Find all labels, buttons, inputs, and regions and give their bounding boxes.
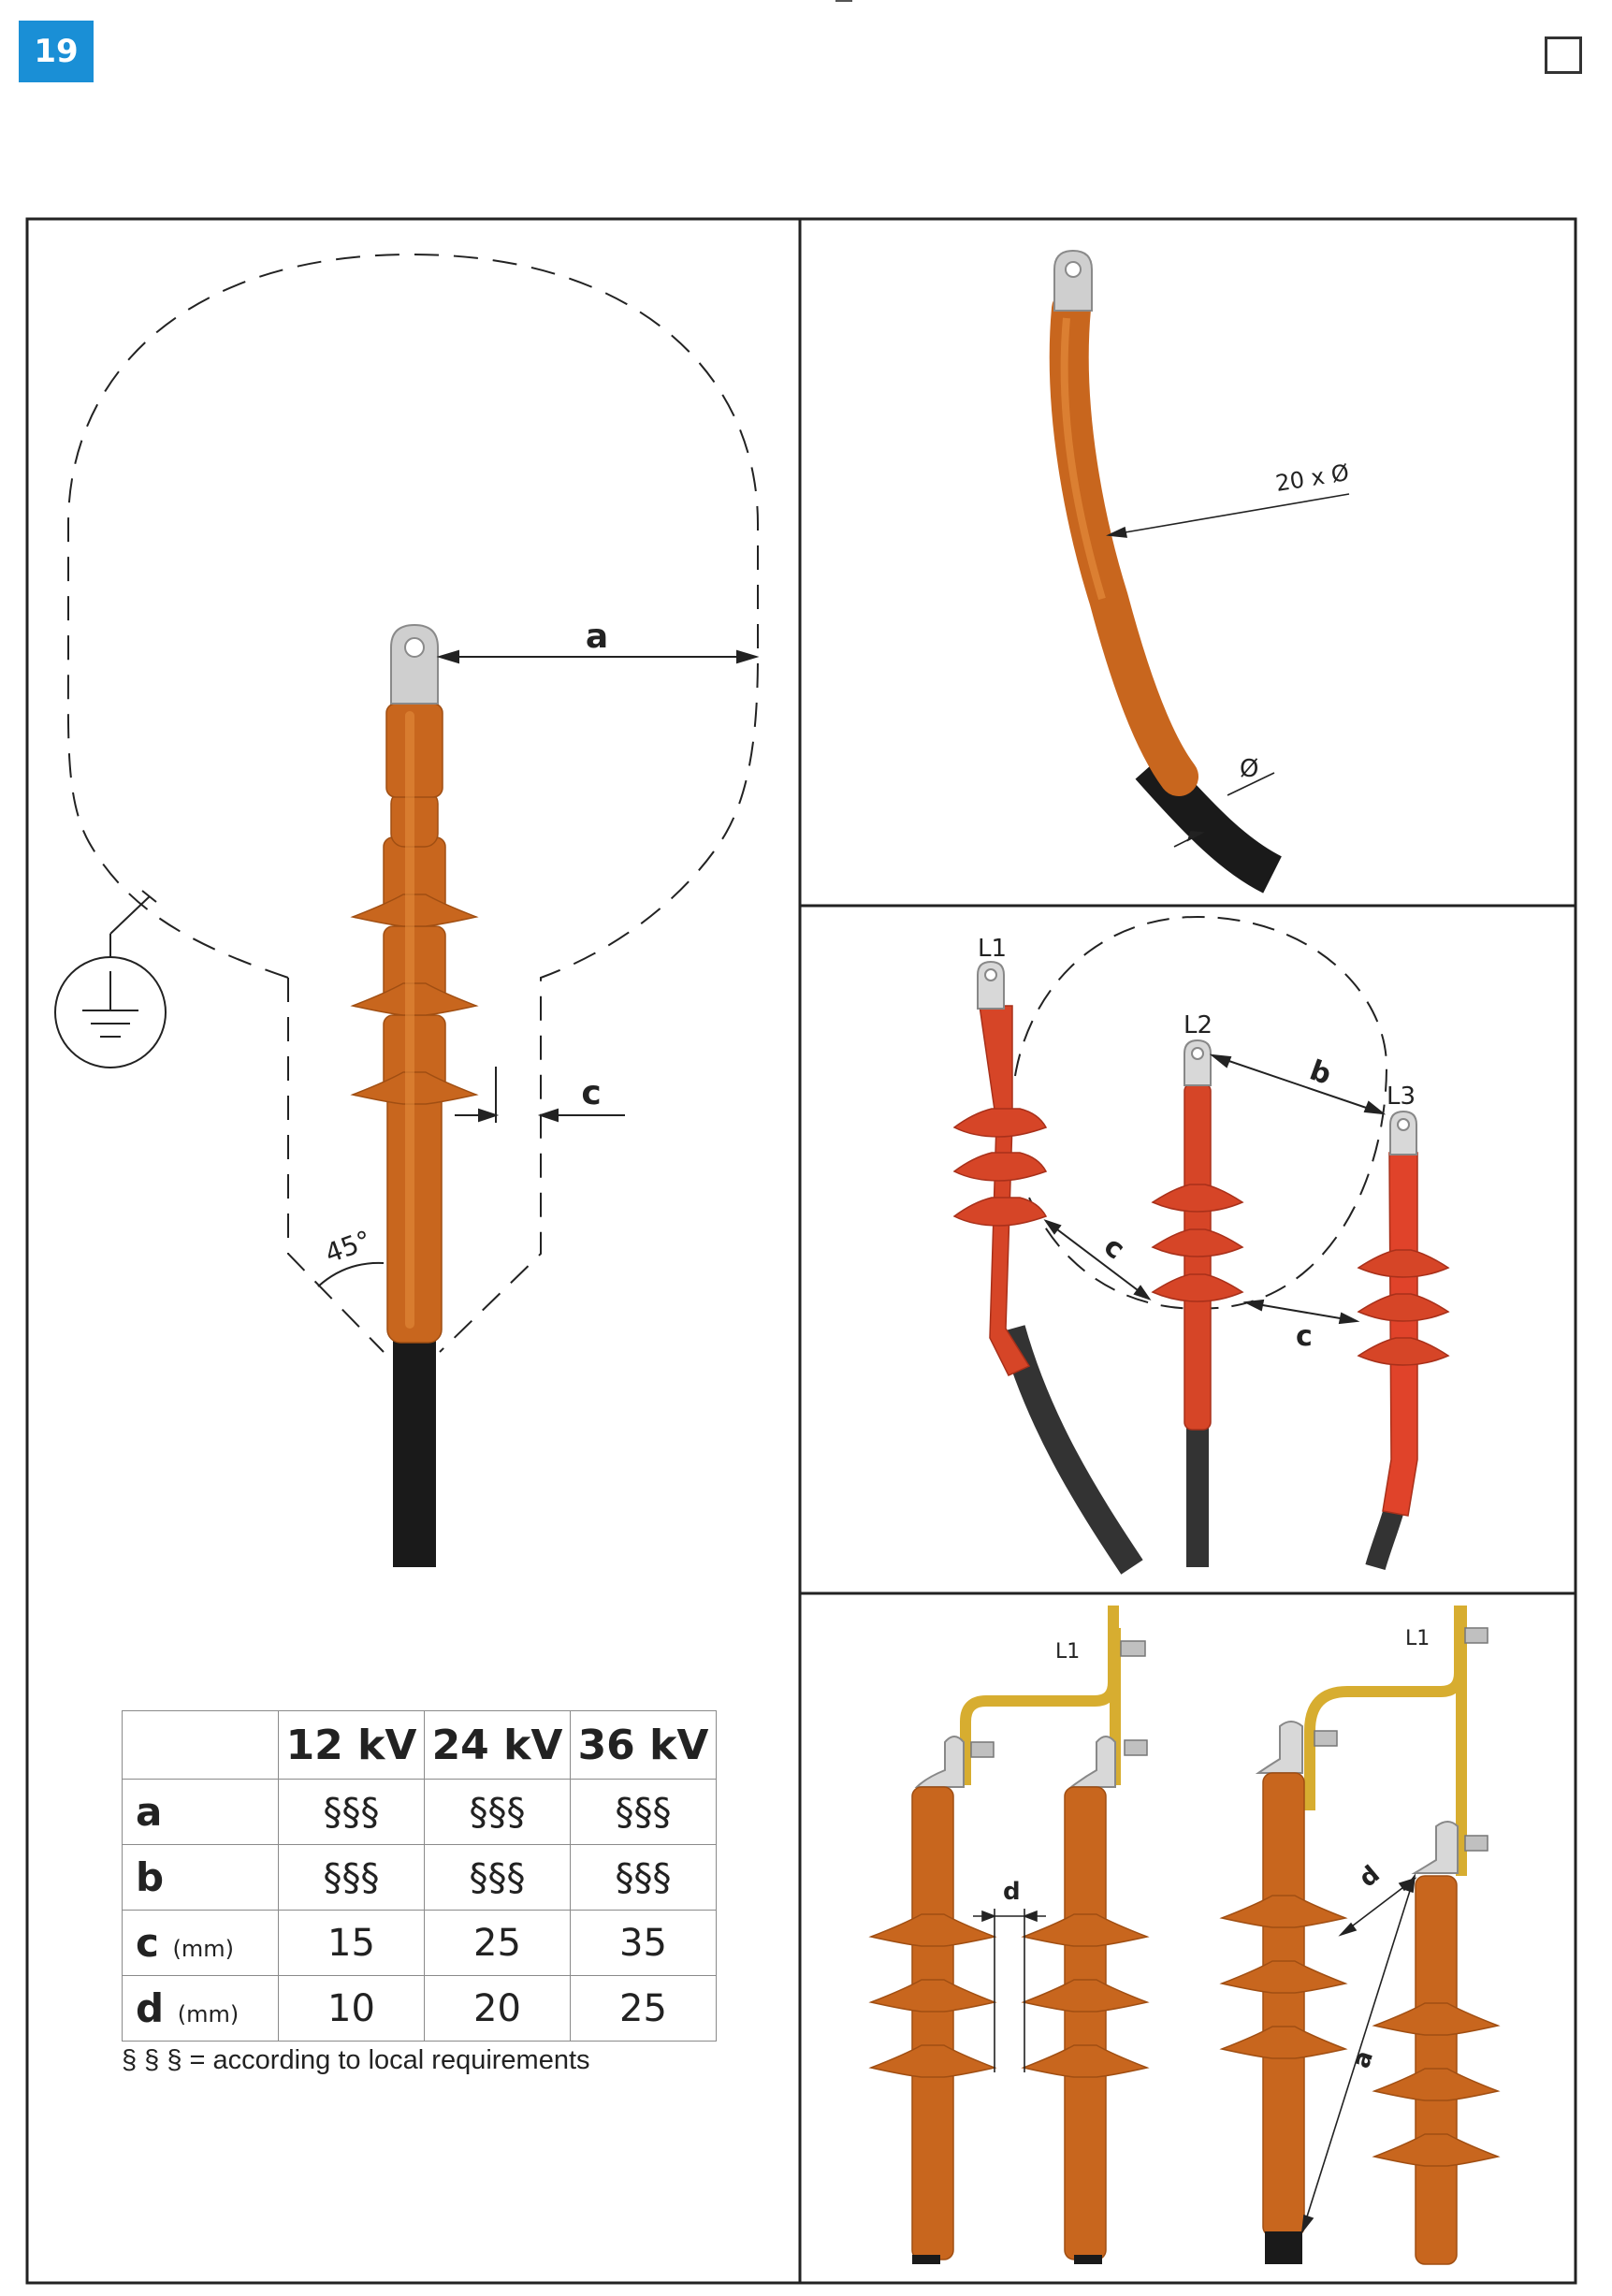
table-cell: §§§: [570, 1779, 717, 1845]
clearance-envelope: [66, 253, 759, 1353]
label-l2: L2: [1184, 1011, 1213, 1039]
label-diameter: Ø: [1240, 755, 1258, 783]
phase-clearance: [1014, 915, 1388, 1310]
table-cell: §§§: [424, 1779, 571, 1845]
dim-bend-radius: [1106, 493, 1350, 538]
clearance-table: 12 kV 24 kV 36 kV a §§§ §§§ §§§ b §§§ §§…: [122, 1710, 717, 2042]
label-d-left: d: [1003, 1878, 1021, 1906]
label-d-right: d: [1354, 1860, 1386, 1893]
dim-diameter: [1173, 772, 1275, 848]
table-row: b §§§ §§§ §§§: [122, 1844, 717, 1911]
panel-main-termination: a c 45°: [54, 253, 760, 1567]
table-header: 36 kV: [570, 1710, 717, 1780]
label-c-l2-l3: c: [1296, 1320, 1313, 1353]
table-cell: 10: [278, 1975, 425, 2042]
bend-lug: [1053, 249, 1093, 312]
row-label: a: [122, 1779, 279, 1845]
panel-bend-radius: 20 x Ø Ø: [1049, 249, 1351, 894]
dim-d-left: [973, 1909, 1046, 2072]
dim-c-l2-l3: [1242, 1299, 1360, 1325]
busbar-terminations: [870, 1772, 1499, 2265]
termination-body: [352, 703, 477, 1344]
table-cell: §§§: [570, 1844, 717, 1911]
angle-arc: [317, 1261, 385, 1287]
table-header-row: 12 kV 24 kV 36 kV: [122, 1710, 717, 1780]
table-cell: 25: [424, 1910, 571, 1976]
label-bend-radius: 20 x Ø: [1274, 459, 1351, 497]
busbars: [960, 1606, 1467, 1876]
table-header: 12 kV: [278, 1710, 425, 1780]
table-cell: §§§: [278, 1779, 425, 1845]
phase-l2: [1151, 1039, 1244, 1431]
row-label: d (mm): [122, 1975, 279, 2042]
table-cell: 20: [424, 1975, 571, 2042]
phase-l1: [952, 960, 1048, 1376]
label-angle: 45°: [321, 1225, 375, 1270]
cable: [393, 1338, 436, 1567]
bolts: [970, 1627, 1489, 1852]
label-a: a: [586, 618, 608, 656]
dim-c-l1-l2: [1043, 1219, 1152, 1301]
dim-c: [455, 1067, 625, 1123]
dim-a: [436, 649, 760, 664]
panel-phase-spacing: b c c L1 L2 L3: [952, 915, 1450, 1575]
table-row: c (mm) 15 25 35: [122, 1910, 717, 1976]
table-cell: §§§: [278, 1844, 425, 1911]
bent-termination: [1049, 289, 1198, 796]
earth-icon: [54, 890, 167, 1068]
label-c: c: [581, 1074, 601, 1112]
row-label: b: [122, 1844, 279, 1911]
completion-checkbox[interactable]: [1545, 36, 1582, 74]
table-footnote: § § § = according to local requirements: [122, 2045, 590, 2075]
panel-frames: [25, 217, 1577, 2285]
phase-l3: [1357, 1110, 1450, 1517]
table-cell: 25: [570, 1975, 717, 2042]
label-l3: L3: [1387, 1083, 1416, 1111]
table-cell: 35: [570, 1910, 717, 1976]
table-row: d (mm) 10 20 25: [122, 1975, 717, 2042]
label-b: b: [1305, 1054, 1335, 1092]
step-number-badge: 19: [19, 21, 94, 82]
table-corner: [122, 1710, 279, 1780]
table-header: 24 kV: [424, 1710, 571, 1780]
panel-busbar: d d a L1 L1: [870, 1606, 1499, 2265]
label-l1-left: L1: [1055, 1640, 1080, 1664]
page-top-mark: [835, 0, 852, 2]
busbar-lugs: [914, 1721, 1459, 1874]
label-c-l1-l2: c: [1097, 1230, 1131, 1267]
label-l1-right: L1: [1405, 1627, 1430, 1650]
dim-a-busbar: [1300, 1873, 1416, 2234]
cable-lug: [390, 623, 439, 705]
row-label: c (mm): [122, 1910, 279, 1976]
dim-b: [1209, 1054, 1387, 1115]
table-cell: 15: [278, 1910, 425, 1976]
label-l1: L1: [978, 935, 1007, 963]
table-row: a §§§ §§§ §§§: [122, 1779, 717, 1845]
table-cell: §§§: [424, 1844, 571, 1911]
label-a-busbar: a: [1347, 2047, 1379, 2071]
